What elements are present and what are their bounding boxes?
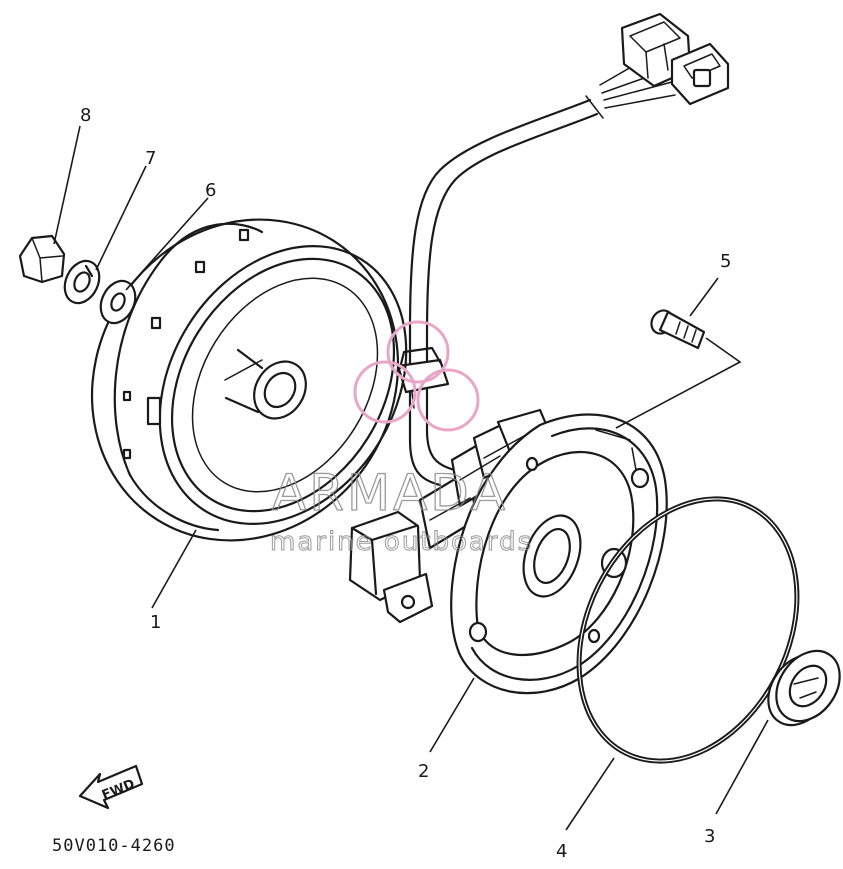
label-part-2: 2 [418,761,429,782]
washer [99,279,137,325]
stator-assembly [348,408,668,695]
wire-harness [408,61,676,487]
lock-washer [63,259,101,305]
oil-seal [767,649,841,727]
label-part-1: 1 [150,612,161,633]
nut [18,234,66,284]
connector-lower [670,42,730,106]
watermark-tagline: marine outboards [270,527,533,557]
watermark-logo-icon [353,320,480,432]
label-part-7: 7 [145,148,156,169]
label-part-4: 4 [556,841,567,862]
watermark-brand: ARMADA [272,464,508,522]
diagram-code: 50V010-4260 [52,836,176,856]
label-part-3: 3 [704,826,715,847]
bolt [650,309,706,350]
flywheel-rotor [90,218,408,542]
watermark: ARMADA marine outboards [270,320,533,558]
label-part-8: 8 [80,105,91,126]
label-part-5: 5 [720,251,731,272]
forward-arrow-icon: FWD [78,764,144,810]
label-part-6: 6 [205,180,216,201]
leader-lines [53,125,769,831]
